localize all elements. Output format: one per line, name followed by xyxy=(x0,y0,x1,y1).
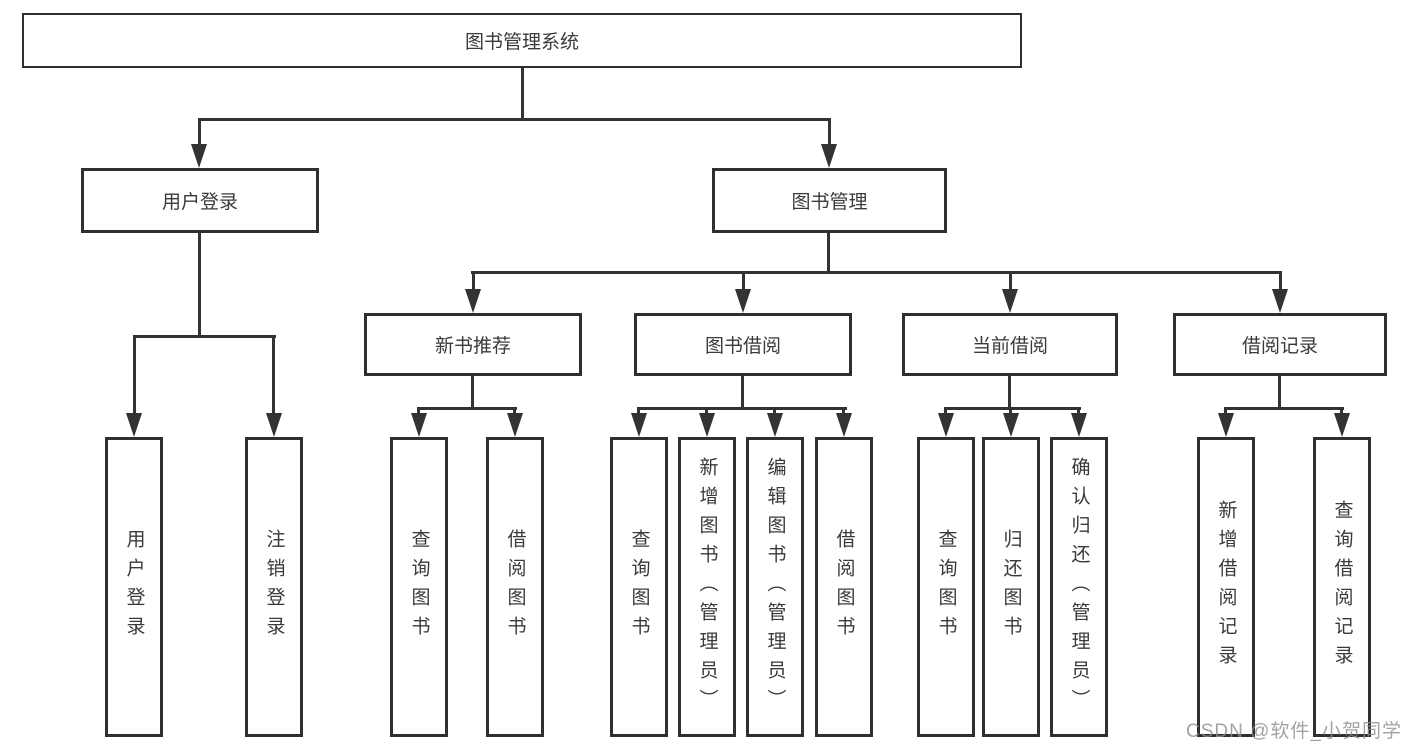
node-label: 借阅记录 xyxy=(1241,336,1318,357)
connector-line xyxy=(828,118,831,146)
connector-line xyxy=(272,335,275,414)
connector-line xyxy=(1340,407,1343,415)
node-label: 图书管理 xyxy=(791,192,868,213)
watermark: CSDN @软件_小贺同学 xyxy=(1186,721,1402,742)
arrow-down-icon xyxy=(1218,413,1234,437)
node-label: 查询图书 xyxy=(408,529,430,645)
leaf-bb-add-books-admin: 新增图书（管理员） xyxy=(678,437,736,737)
node-borrow-records: 借阅记录 xyxy=(1173,313,1387,376)
arrow-down-icon xyxy=(1334,413,1350,437)
connector-line xyxy=(198,118,831,121)
arrow-down-icon xyxy=(465,289,481,313)
arrow-down-icon xyxy=(1003,413,1019,437)
connector-line xyxy=(944,407,1081,410)
connector-line xyxy=(741,376,744,408)
connector-line xyxy=(1224,407,1227,415)
leaf-nb-query-books: 查询图书 xyxy=(390,437,448,737)
connector-line xyxy=(944,407,947,415)
arrow-down-icon xyxy=(821,144,837,168)
node-label: 新书推荐 xyxy=(434,336,511,357)
arrow-down-icon xyxy=(1002,289,1018,313)
node-library-system: 图书管理系统 xyxy=(22,13,1022,68)
connector-line xyxy=(471,271,1282,274)
leaf-bb-query-books: 查询图书 xyxy=(610,437,668,737)
node-label: 图书借阅 xyxy=(704,336,781,357)
arrow-down-icon xyxy=(1071,413,1087,437)
node-label: 当前借阅 xyxy=(971,336,1048,357)
node-book-management: 图书管理 xyxy=(712,168,947,233)
node-label: 查询图书 xyxy=(628,529,650,645)
connector-line xyxy=(513,407,516,415)
arrow-down-icon xyxy=(1272,289,1288,313)
leaf-bb-edit-books-admin: 编辑图书（管理员） xyxy=(746,437,804,737)
node-label: 查询图书 xyxy=(935,529,957,645)
arrow-down-icon xyxy=(631,413,647,437)
connector-line xyxy=(471,376,474,408)
leaf-cb-query-books: 查询图书 xyxy=(917,437,975,737)
node-label: 注销登录 xyxy=(263,529,285,645)
connector-line xyxy=(1279,271,1282,291)
leaf-br-query-record: 查询借阅记录 xyxy=(1313,437,1371,737)
node-label: 归还图书 xyxy=(1000,529,1022,645)
arrow-down-icon xyxy=(836,413,852,437)
connector-line xyxy=(1224,407,1344,410)
node-label: 用户登录 xyxy=(161,192,238,213)
arrow-down-icon xyxy=(126,413,142,437)
node-label: 新增图书（管理员） xyxy=(696,456,718,718)
node-user-login: 用户登录 xyxy=(81,168,319,233)
leaf-user-login: 用户登录 xyxy=(105,437,163,737)
arrow-down-icon xyxy=(266,413,282,437)
connector-line xyxy=(417,407,517,410)
leaf-cb-return-books: 归还图书 xyxy=(982,437,1040,737)
node-book-borrow: 图书借阅 xyxy=(634,313,852,376)
leaf-cb-confirm-return-admin: 确认归还（管理员） xyxy=(1050,437,1108,737)
node-label: 确认归还（管理员） xyxy=(1068,456,1090,718)
arrow-down-icon xyxy=(735,289,751,313)
node-label: 借阅图书 xyxy=(833,529,855,645)
connector-line xyxy=(827,233,830,271)
node-label: 新增借阅记录 xyxy=(1215,500,1237,674)
node-new-book-recommend: 新书推荐 xyxy=(364,313,582,376)
arrow-down-icon xyxy=(411,413,427,437)
arrow-down-icon xyxy=(767,413,783,437)
leaf-bb-borrow-books: 借阅图书 xyxy=(815,437,873,737)
connector-line xyxy=(521,68,524,118)
node-label: 图书管理系统 xyxy=(464,32,579,53)
node-label: 借阅图书 xyxy=(504,529,526,645)
connector-line xyxy=(637,407,640,415)
connector-line xyxy=(417,407,420,415)
connector-line xyxy=(1278,376,1281,408)
connector-line xyxy=(1009,271,1012,291)
connector-line xyxy=(133,335,276,338)
connector-line xyxy=(742,271,745,291)
connector-line xyxy=(472,271,475,291)
connector-line xyxy=(773,407,776,415)
leaf-logout-login: 注销登录 xyxy=(245,437,303,737)
arrow-down-icon xyxy=(938,413,954,437)
leaf-nb-borrow-books: 借阅图书 xyxy=(486,437,544,737)
connector-line xyxy=(842,407,845,415)
node-label: 用户登录 xyxy=(123,529,145,645)
connector-line xyxy=(1077,407,1080,415)
node-label: 查询借阅记录 xyxy=(1331,500,1353,674)
node-current-borrow: 当前借阅 xyxy=(902,313,1118,376)
arrow-down-icon xyxy=(191,144,207,168)
arrow-down-icon xyxy=(699,413,715,437)
node-label: 编辑图书（管理员） xyxy=(764,456,786,718)
leaf-br-add-record: 新增借阅记录 xyxy=(1197,437,1255,737)
arrow-down-icon xyxy=(507,413,523,437)
connector-line xyxy=(133,335,136,414)
connector-line xyxy=(198,233,201,335)
connector-line xyxy=(1009,407,1012,415)
connector-line xyxy=(637,407,847,410)
connector-line xyxy=(1008,376,1011,408)
connector-line xyxy=(198,118,201,146)
connector-line xyxy=(705,407,708,415)
